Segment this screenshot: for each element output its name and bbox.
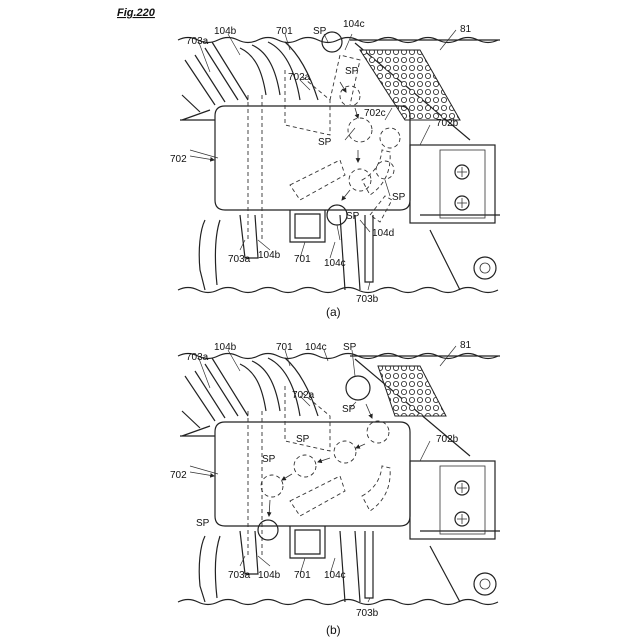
label-sp-left: SP [318, 137, 332, 148]
label-sp-2: SP [345, 66, 359, 77]
left-rail [180, 95, 215, 120]
bracket-702b [410, 461, 495, 539]
label-sp-c: SP [296, 434, 310, 445]
label-81: 81 [460, 340, 472, 351]
bracket-702b-inner [440, 150, 485, 218]
label-703a-top: 703a [186, 352, 209, 363]
label-sp-bl: SP [196, 518, 210, 529]
label-104c-top: 104c [343, 19, 365, 30]
sp-circle-low [327, 205, 347, 225]
label-sp-top: SP [313, 26, 327, 37]
label-104b-top: 104b [214, 26, 237, 37]
caption-a: (a) [326, 305, 341, 319]
label-701-top: 701 [276, 342, 293, 353]
bolt-head [474, 573, 496, 595]
label-sp-d: SP [262, 454, 276, 465]
bottom-break-line [178, 288, 498, 293]
sp-circle-top [346, 376, 370, 400]
bolt-head [474, 257, 496, 279]
label-702a: 702a [292, 390, 315, 401]
figure-title: Fig.220 [117, 7, 156, 19]
label-702c: 702c [364, 108, 386, 119]
sp-circle-low [258, 520, 278, 540]
bottom-break-line [178, 600, 498, 605]
label-703a-bot: 703a [228, 570, 251, 581]
pin-703b [365, 531, 373, 598]
label-703b: 703b [356, 294, 379, 305]
label-701-bot: 701 [294, 254, 311, 265]
panel-a: 703a 104b 701 SP 104c 81 702a SP 702c 70… [170, 19, 500, 319]
pin-703b [365, 215, 373, 282]
lower-housing [199, 220, 220, 290]
label-701-top: 701 [276, 26, 293, 37]
label-104c-top: 104c [305, 342, 327, 353]
label-702b: 702b [436, 434, 459, 445]
label-701-bot: 701 [294, 570, 311, 581]
label-702a: 702a [288, 72, 311, 83]
label-703a-top: 703a [186, 36, 209, 47]
vent-dots [378, 366, 446, 416]
label-sp-right: SP [392, 192, 406, 203]
label-702: 702 [170, 154, 187, 165]
label-703b: 703b [356, 608, 379, 619]
label-702b: 702b [436, 118, 459, 129]
label-104c-bot: 104c [324, 570, 346, 581]
part-701-bottom [290, 526, 325, 558]
part-701-bottom [290, 210, 325, 242]
label-81: 81 [460, 24, 472, 35]
label-sp-2: SP [342, 404, 356, 415]
bracket-702b [410, 145, 495, 223]
label-703a-bot: 703a [228, 254, 251, 265]
label-104b-bot: 104b [258, 570, 281, 581]
panel-b: 703a 104b 701 104c SP 81 702a SP SP SP 7… [170, 340, 500, 637]
label-104d: 104d [372, 228, 394, 239]
label-702: 702 [170, 470, 187, 481]
label-sp-top: SP [343, 342, 357, 353]
caption-b: (b) [326, 623, 341, 637]
label-104c-bot: 104c [324, 258, 346, 269]
label-104b-bot: 104b [258, 250, 281, 261]
label-104b-top: 104b [214, 342, 237, 353]
label-sp-low: SP [346, 211, 360, 222]
